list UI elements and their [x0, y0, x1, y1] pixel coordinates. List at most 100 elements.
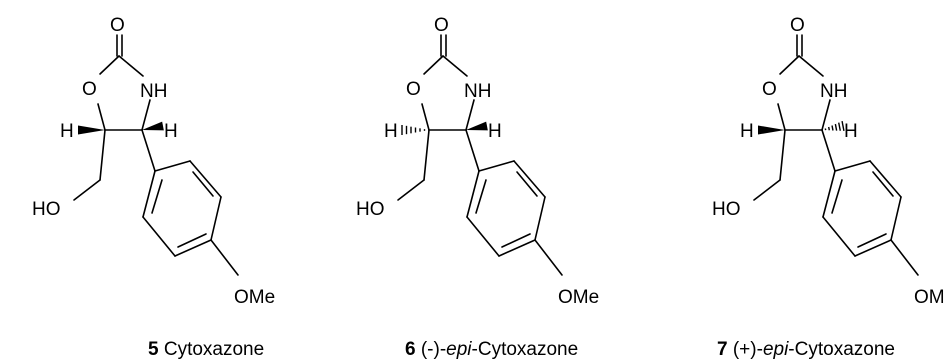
- stereo-wedge-c4: [466, 121, 488, 131]
- caption-prefix: (+)-: [733, 339, 763, 360]
- aryl-ring-bond: [142, 216, 176, 257]
- aryl-ring-bond: [154, 160, 191, 172]
- bond-aryl-ome: [890, 239, 919, 276]
- aryl-ring-bond: [822, 216, 856, 257]
- hash-stroke: [841, 120, 845, 132]
- ring-bond-o1-c5: [421, 103, 430, 131]
- aryl-ring-bond: [498, 239, 536, 257]
- bond-c5-ch2: [99, 129, 106, 181]
- bond-aryl-ome: [210, 239, 239, 276]
- ring-bond-c2-o1: [423, 55, 444, 75]
- h-c5-label: H: [740, 121, 754, 142]
- hash-stroke: [838, 122, 841, 131]
- h-c5-label: H: [60, 121, 74, 142]
- hydroxyl-label: HO: [356, 199, 385, 220]
- aryl-ring-bond: [466, 216, 500, 257]
- aryl-ring-bond: [189, 160, 222, 198]
- ring-bond-c4-n3: [821, 99, 831, 131]
- bond-ch2-oh: [753, 179, 781, 201]
- caption-suffix: -Cytoxazone: [472, 339, 579, 360]
- hash-stroke: [828, 126, 830, 131]
- molecule-6: O O NH H H HO OMe: [356, 15, 599, 308]
- ring-bond-c2-n3: [118, 55, 144, 77]
- bond-c4-aryl: [465, 129, 480, 172]
- h-c5-label: H: [384, 121, 398, 142]
- aryl-ring-bond: [834, 160, 871, 172]
- caption-number: 5: [148, 339, 159, 360]
- aryl-ring-bond: [142, 170, 156, 218]
- nh-label: NH: [464, 81, 491, 102]
- caption-italic: epi: [763, 339, 789, 360]
- bond-c5-ch2: [423, 129, 430, 181]
- ring-bond-c4-n3: [141, 99, 151, 131]
- caption-suffix: -Cytoxazone: [788, 339, 895, 360]
- bond-ch2-oh: [73, 179, 101, 201]
- aryl-inner-double-bond: [151, 179, 163, 214]
- hash-stroke: [831, 125, 834, 131]
- aryl-inner-double-bond: [192, 171, 214, 197]
- aryl-inner-double-bond: [857, 233, 887, 248]
- aryl-ring-bond: [822, 170, 836, 218]
- carbonyl-oxygen-label: O: [790, 15, 805, 36]
- ring-bond-o1-c5: [777, 103, 786, 131]
- hydroxyl-label: HO: [32, 199, 61, 220]
- methoxy-label: OMe: [234, 287, 275, 308]
- methoxy-label: OMe: [558, 287, 599, 308]
- bond-c4-aryl: [141, 129, 156, 172]
- ring-oxygen-label: O: [406, 79, 421, 100]
- molecule-7: O O NH H H HO OMe: [712, 15, 945, 308]
- caption-number: 7: [717, 339, 728, 360]
- bond-ch2-oh: [397, 179, 425, 201]
- stereo-hash-c5: [401, 125, 426, 135]
- aryl-ring-bond: [174, 239, 212, 257]
- stereo-wedge-c5: [758, 125, 785, 135]
- ring-bond-c2-n3: [798, 55, 824, 77]
- stereo-wedge-c5: [78, 125, 105, 135]
- hash-stroke: [834, 123, 838, 131]
- ring-bond-c2-o1: [779, 55, 800, 75]
- aryl-inner-double-bond: [177, 233, 207, 248]
- aryl-ring-bond: [210, 196, 222, 241]
- carbonyl-oxygen-label: O: [110, 15, 125, 36]
- ring-oxygen-label: O: [82, 79, 97, 100]
- molecule-5: O O NH H H HO OMe: [32, 15, 275, 308]
- aryl-ring-bond: [869, 160, 902, 198]
- aryl-inner-double-bond: [872, 171, 894, 197]
- caption-5: 5 Cytoxazone: [148, 339, 264, 360]
- aryl-ring-bond: [466, 170, 480, 218]
- ring-oxygen-label: O: [762, 79, 777, 100]
- aryl-inner-double-bond: [516, 171, 538, 197]
- caption-number: 6: [405, 339, 416, 360]
- caption-suffix: Cytoxazone: [164, 339, 264, 360]
- aryl-ring-bond: [534, 196, 546, 241]
- stereo-wedge-c4: [142, 121, 164, 131]
- aryl-ring-bond: [478, 160, 515, 172]
- caption-italic: epi: [446, 339, 472, 360]
- h-c4-label: H: [164, 121, 178, 142]
- aryl-inner-double-bond: [475, 179, 487, 214]
- bond-c4-aryl: [821, 129, 836, 172]
- carbonyl-oxygen-label: O: [434, 15, 449, 36]
- ring-bond-c2-n3: [442, 55, 468, 77]
- methoxy-label: OMe: [914, 287, 945, 308]
- hydroxyl-label: HO: [712, 199, 741, 220]
- caption-6: 6 (-)-epi-Cytoxazone: [405, 339, 578, 360]
- bond-c5-ch2: [779, 129, 786, 181]
- ring-bond-o1-c5: [97, 103, 106, 131]
- aryl-ring-bond: [513, 160, 546, 198]
- h-c4-label: H: [488, 121, 502, 142]
- ring-bond-c4-n3: [465, 99, 475, 131]
- stereo-hash-c4: [824, 120, 845, 132]
- aryl-inner-double-bond: [831, 179, 843, 214]
- nh-label: NH: [140, 81, 167, 102]
- bond-aryl-ome: [534, 239, 563, 276]
- ring-bond-c2-o1: [99, 55, 120, 75]
- h-c4-label: H: [844, 121, 858, 142]
- aryl-ring-bond: [890, 196, 902, 241]
- aryl-ring-bond: [854, 239, 892, 257]
- aryl-inner-double-bond: [501, 233, 531, 248]
- caption-prefix: (-)-: [421, 339, 446, 360]
- nh-label: NH: [820, 81, 847, 102]
- caption-7: 7 (+)-epi-Cytoxazone: [717, 339, 895, 360]
